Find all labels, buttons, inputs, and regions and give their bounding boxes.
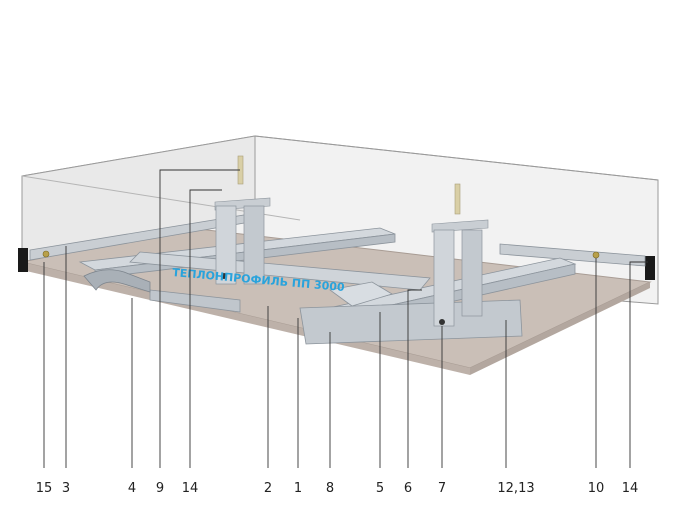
connector-part [83,269,151,293]
callout-14b: 14 [622,481,639,496]
callout-12-13: 12,13 [497,481,534,496]
cross-connector [329,281,393,307]
seal-right [645,256,655,280]
leader-lines [43,169,648,468]
callout-10: 10 [588,481,605,496]
callout-2: 2 [264,481,272,496]
leader-14a [189,189,222,468]
leader-9 [159,169,240,468]
leader-14b [629,261,648,468]
dowel-right [592,251,600,259]
callout-labels: 15 3 4 9 14 2 1 8 5 6 7 12,13 10 14 [36,481,639,496]
callout-3: 3 [62,481,70,496]
callout-5: 5 [376,481,384,496]
callout-8: 8 [326,481,334,496]
cross-profiles [129,251,431,313]
callout-9: 9 [156,481,164,496]
callout-15: 15 [36,481,53,496]
callout-4: 4 [128,481,136,496]
callout-14a: 14 [182,481,199,496]
callout-7: 7 [438,481,446,496]
callout-6: 6 [404,481,412,496]
dowel-left [42,250,50,258]
leader-6 [407,289,422,468]
seal-left [18,248,28,272]
callout-1: 1 [294,481,302,496]
hanger-right [431,183,489,327]
hanger-left [214,155,271,285]
